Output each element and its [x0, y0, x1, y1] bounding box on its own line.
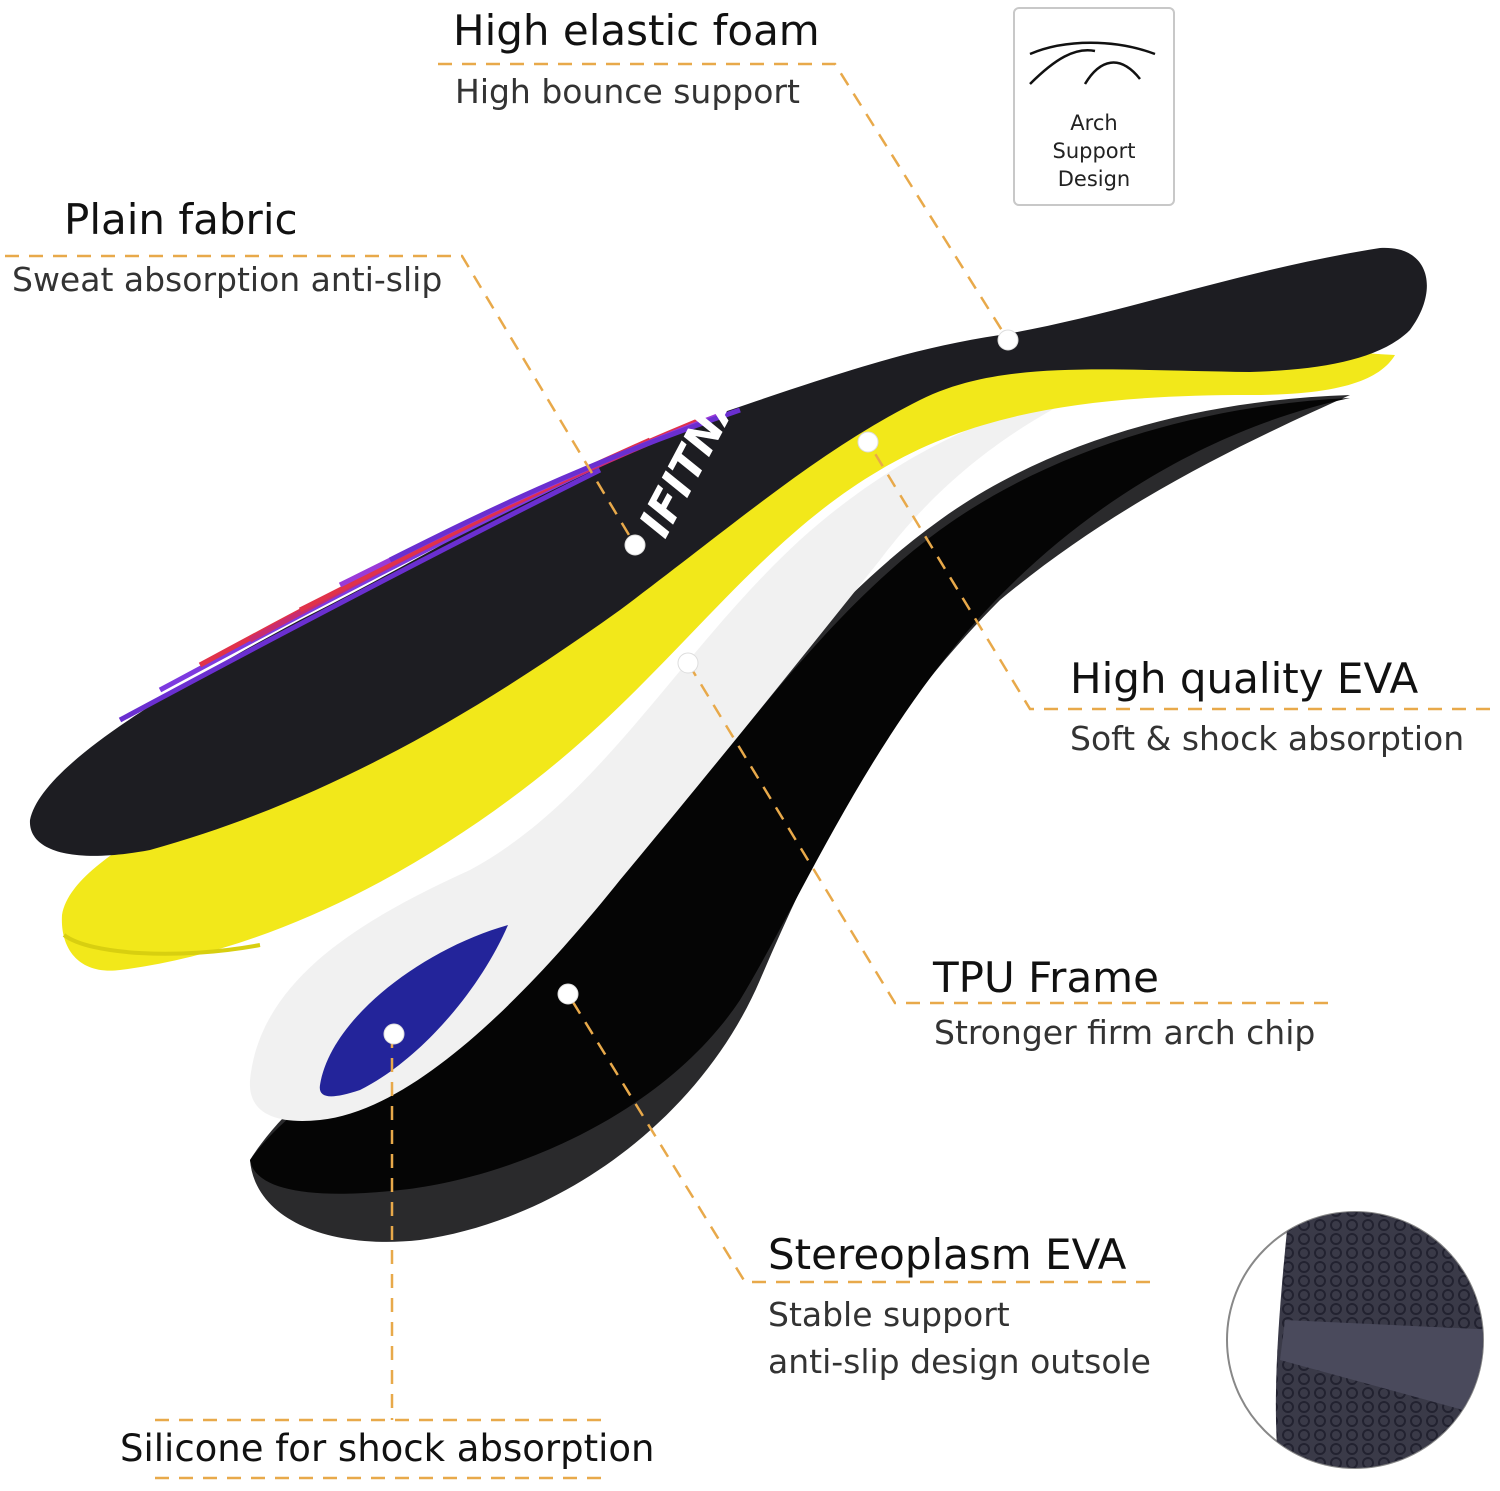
- callout-subtitle-stereoplasm: Stable support: [768, 1295, 1010, 1334]
- leader-lines: [5, 62, 1490, 1480]
- badge-line-2: Support: [1052, 139, 1136, 163]
- callout-subtitle-foam: High bounce support: [455, 72, 800, 111]
- callout-subtitle-eva: Soft & shock absorption: [1070, 719, 1465, 758]
- eva-layer: [61, 339, 1396, 971]
- badge-line-1: Arch: [1070, 111, 1118, 135]
- badge-line-3: Design: [1057, 167, 1131, 191]
- callout-dots: [383, 329, 1019, 1045]
- fabric-stripes: [118, 407, 741, 723]
- outsole-texture-inset: [1226, 1211, 1484, 1469]
- callout-subtitle-fabric: Sweat absorption anti-slip: [12, 260, 443, 299]
- callout-title-silicone: Silicone for shock absorption: [120, 1427, 655, 1470]
- tpu-frame-layer: [249, 395, 1080, 1121]
- fabric-layer: [29, 247, 1427, 856]
- outsole-top: [250, 398, 1350, 1194]
- callout-title-stereoplasm: Stereoplasm EVA: [768, 1230, 1127, 1279]
- callout-subtitle2-stereoplasm: anti-slip design outsole: [768, 1342, 1151, 1381]
- silicone-pad: [319, 925, 508, 1097]
- callout-title-eva: High quality EVA: [1070, 654, 1419, 703]
- arch-icon: [1029, 41, 1156, 85]
- callout-subtitle-tpu: Stronger firm arch chip: [934, 1013, 1316, 1052]
- callout-title-tpu: TPU Frame: [933, 953, 1159, 1002]
- callout-title-foam: High elastic foam: [453, 6, 820, 55]
- callout-title-fabric: Plain fabric: [64, 195, 298, 244]
- arch-support-badge: Arch Support Design: [1013, 7, 1175, 206]
